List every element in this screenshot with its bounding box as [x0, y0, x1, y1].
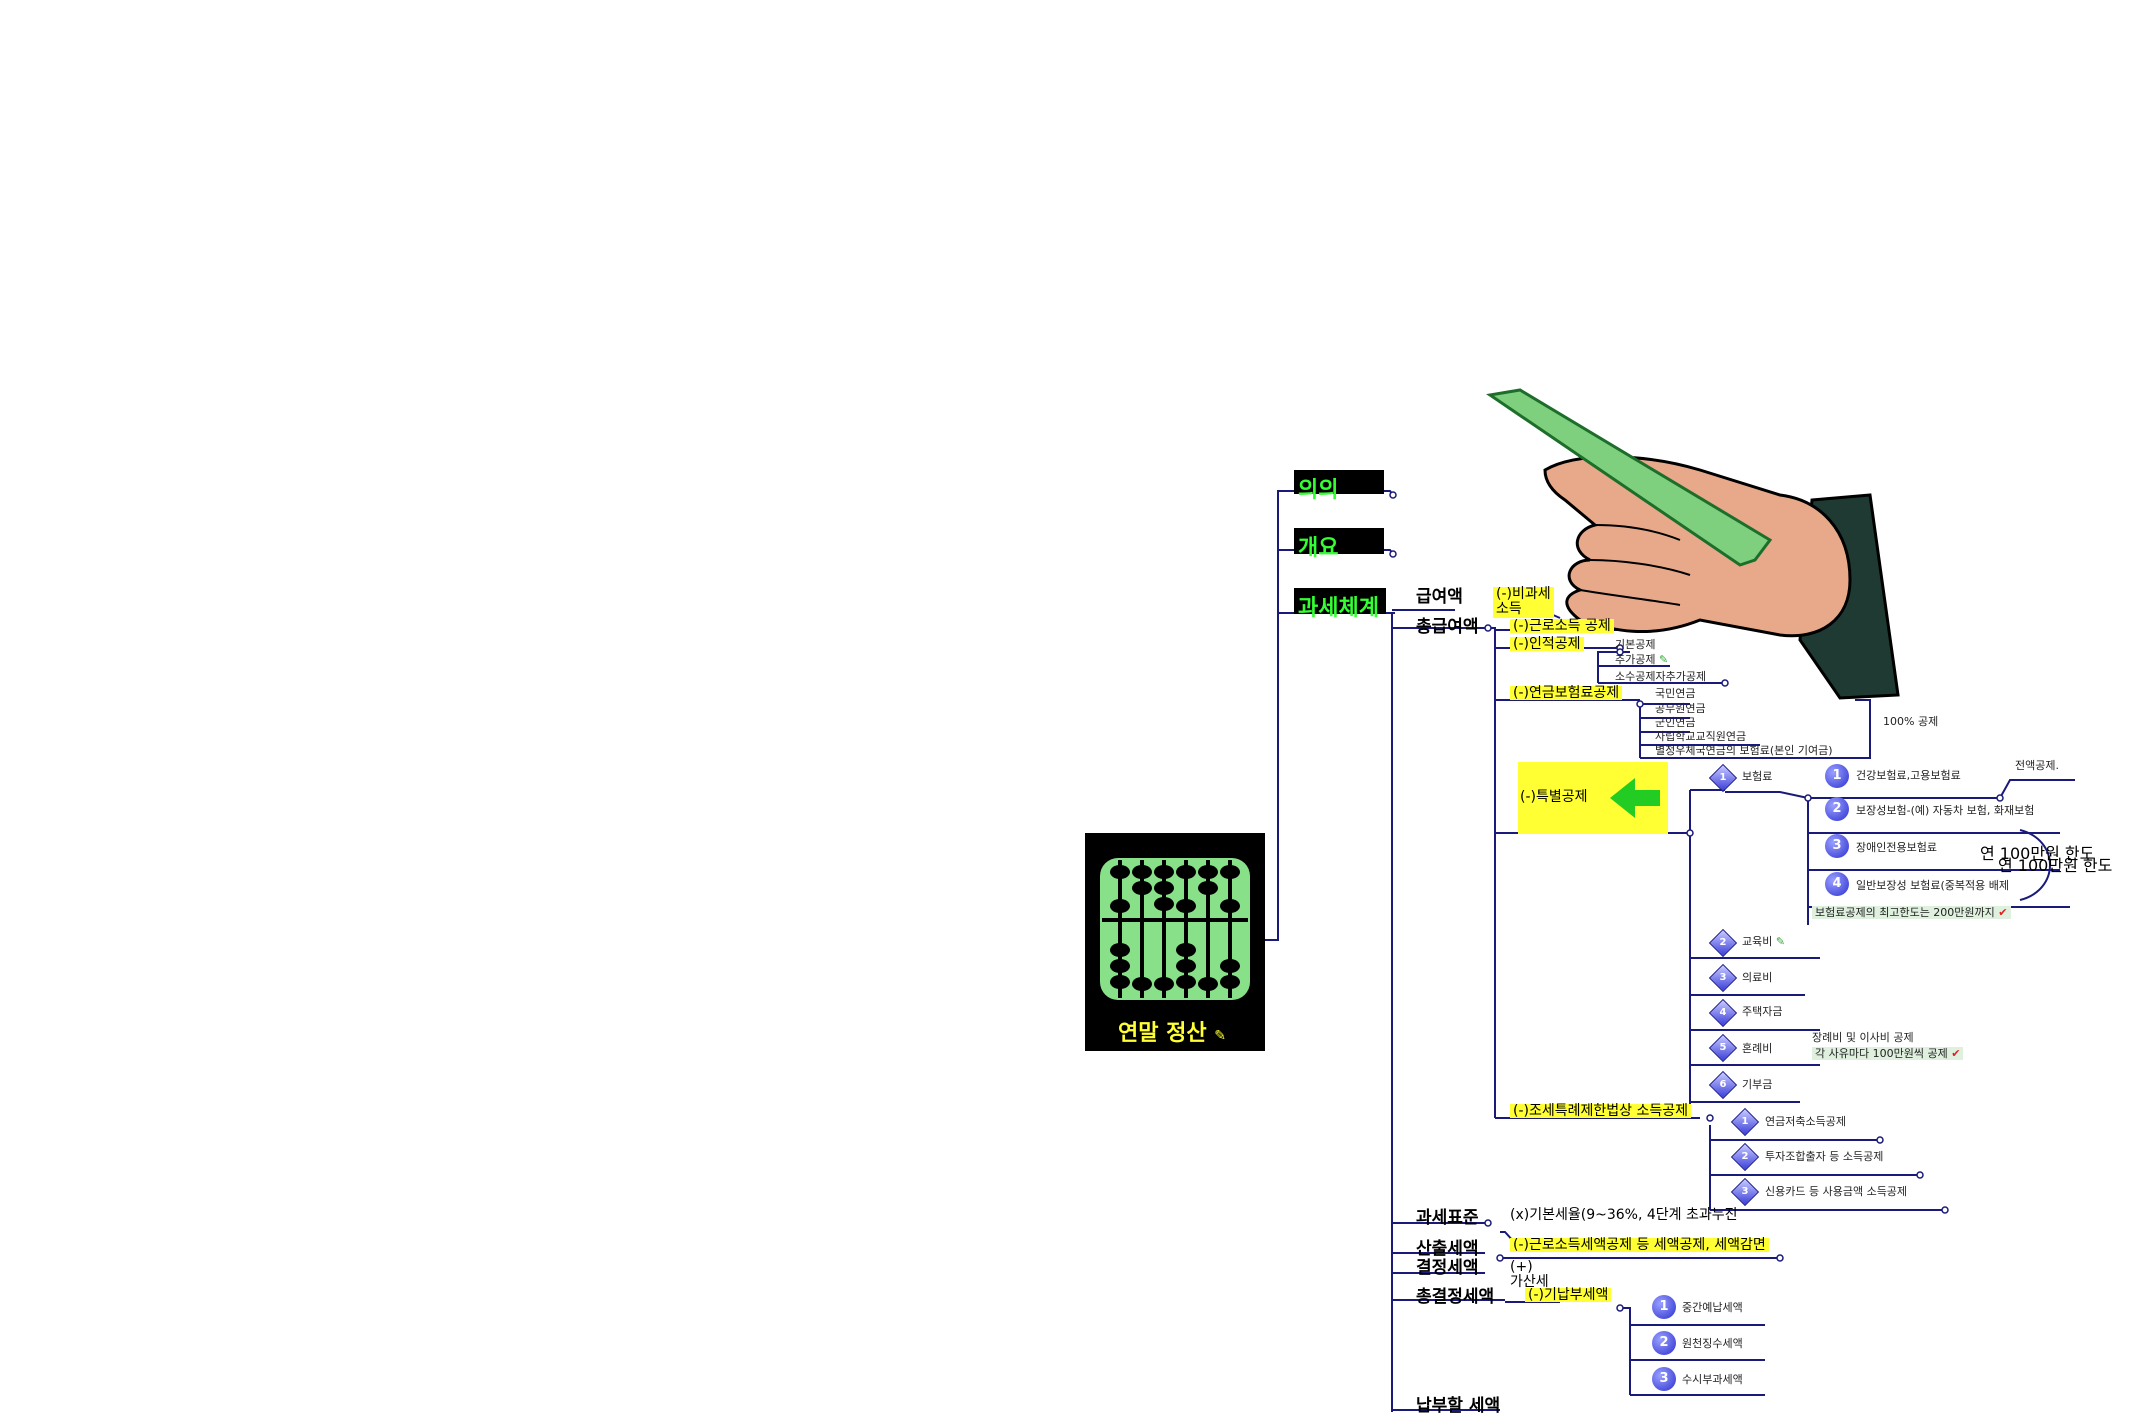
branch-overview-label: 개요: [1298, 536, 1339, 561]
wedding-note-2[interactable]: 각 사유마다 100만원씩 공제 ✔: [1812, 1047, 1964, 1060]
special-item-wedding[interactable]: 혼례비: [1742, 1042, 1773, 1055]
special-item-education[interactable]: 교육비 ✎: [1742, 936, 1785, 947]
prepaid-item-1[interactable]: 원천징수세액: [1682, 1337, 1743, 1350]
green-arrow-icon: [1518, 762, 1668, 834]
insurance-max-label: 보험료공제의 최고한도는 200만원까지: [1815, 906, 1995, 919]
insurance-max[interactable]: 보험료공제의 최고한도는 200만원까지 ✔: [1812, 906, 2011, 919]
special-item-housing[interactable]: 주택자금: [1742, 1005, 1783, 1018]
special-item-education-label: 교육비: [1742, 935, 1773, 948]
prepaid-2-marker: 2: [1652, 1331, 1676, 1355]
pension-item-4[interactable]: 별정우체국연금의 보험료(본인 기여금): [1655, 744, 1833, 757]
node-tax-rate[interactable]: (x)기본세율(9~36%, 4단계 초과누진: [1510, 1207, 1738, 1223]
pension-item-0[interactable]: 국민연금: [1655, 687, 1696, 700]
pension-item-3[interactable]: 사립학교교직원연금: [1655, 730, 1747, 743]
insurance-item-0[interactable]: 건강보험료,고용보험료: [1856, 769, 1961, 782]
root-title-text: 연말 정산: [1118, 1021, 1207, 1046]
special-item-insurance[interactable]: 보험료: [1742, 770, 1773, 783]
root-title[interactable]: 연말 정산 ✎: [1118, 1023, 1226, 1045]
wedding-note-2-label: 각 사유마다 100만원씩 공제: [1815, 1047, 1948, 1060]
personal-item-basic[interactable]: 기본공제: [1615, 638, 1656, 651]
node-calc-tax[interactable]: 산출세액: [1416, 1239, 1479, 1259]
personal-item-few[interactable]: 소수공제자추가공제: [1615, 670, 1707, 683]
note-icon: ✎: [1658, 653, 1669, 666]
branch-overview[interactable]: 개요: [1294, 528, 1384, 561]
node-tax-credit[interactable]: (-)근로소득세액공제 등 세액공제, 세액감면: [1510, 1238, 1769, 1252]
branch-meaning-label: 의의: [1298, 478, 1339, 503]
node-additional-tax[interactable]: (+) 가산세: [1510, 1260, 1549, 1289]
prepaid-item-2[interactable]: 수시부과세액: [1682, 1373, 1743, 1386]
branch-meaning[interactable]: 의의: [1294, 470, 1384, 503]
special-tax-item-1[interactable]: 투자조합출자 등 소득공제: [1765, 1150, 1884, 1163]
personal-item-additional[interactable]: 추가공제 ✎: [1615, 654, 1668, 665]
node-tax-base[interactable]: 과세표준: [1416, 1208, 1479, 1228]
hand-illustration: [1486, 388, 1900, 700]
wedding-note-1[interactable]: 장례비 및 이사비 공제: [1812, 1031, 1914, 1044]
node-total-pay[interactable]: 총급여액: [1416, 617, 1479, 637]
check-icon: ✔: [1951, 1047, 1961, 1060]
pension-item-1[interactable]: 공무원연금: [1655, 702, 1706, 715]
node-pension-deduction[interactable]: (-)연금보험료공제: [1510, 686, 1623, 700]
prepaid-1-marker: 1: [1652, 1295, 1676, 1319]
node-special-deduction[interactable]: (-)특별공제: [1520, 789, 1588, 805]
prepaid-3-marker: 3: [1652, 1367, 1676, 1391]
node-special-tax-deduction[interactable]: (-)조세특례제한법상 소득공제: [1510, 1104, 1691, 1118]
insurance-item-1[interactable]: 보장성보험-(예) 자동차 보험, 화재보험: [1856, 804, 2035, 817]
node-gross-pay[interactable]: 급여액: [1416, 587, 1463, 607]
special-tax-item-0[interactable]: 연금저축소득공제: [1765, 1115, 1846, 1128]
node-payable-tax[interactable]: 납부할 세액: [1416, 1396, 1501, 1416]
node-nontaxable[interactable]: (-)비과세 소득: [1493, 586, 1554, 618]
personal-item-additional-label: 추가공제: [1615, 653, 1656, 666]
prepaid-item-0[interactable]: 중간예납세액: [1682, 1301, 1743, 1314]
node-nontaxable-line2: 소득: [1496, 601, 1522, 618]
node-decided-tax[interactable]: 결정세액: [1416, 1258, 1479, 1278]
insurance-4-marker: 4: [1825, 872, 1849, 896]
note-icon: ✎: [1214, 1028, 1227, 1044]
node-prepaid-tax[interactable]: (-)기납부세액: [1525, 1288, 1612, 1302]
insurance-2-marker: 2: [1825, 797, 1849, 821]
check-icon: ✔: [1998, 906, 2008, 919]
special-item-medical[interactable]: 의료비: [1742, 971, 1773, 984]
insurance-limit-2: 연 100만원 한도: [1998, 856, 2113, 875]
insurance-limit-1: 연 100만원 한도: [1980, 844, 2095, 863]
special-tax-item-2[interactable]: 신용카드 등 사용금액 소득공제: [1765, 1185, 1908, 1198]
insurance-3-marker: 3: [1825, 834, 1849, 858]
node-earned-deduction[interactable]: (-)근로소득 공제: [1510, 619, 1614, 633]
insurance-1-marker: 1: [1825, 764, 1849, 788]
insurance-item-2[interactable]: 장애인전용보험료: [1856, 841, 1937, 854]
node-nontaxable-line1: (-)비과세: [1496, 586, 1551, 602]
pension-note: 100% 공제: [1883, 715, 1939, 728]
pension-item-2[interactable]: 군인연금: [1655, 716, 1696, 729]
abacus-icon: [1085, 833, 1265, 1051]
insurance-full: 전액공제.: [2015, 759, 2059, 772]
node-additional-tax-line2: 가산세: [1510, 1273, 1549, 1290]
node-personal-deduction[interactable]: (-)인적공제: [1510, 637, 1584, 651]
node-additional-tax-line1: (+): [1510, 1259, 1533, 1275]
branch-tax-system-label: 과세체계: [1298, 596, 1379, 621]
note-icon: ✎: [1775, 935, 1786, 948]
insurance-item-3[interactable]: 일반보장성 보험료(중복적용 배제: [1856, 879, 2009, 892]
special-item-donation[interactable]: 기부금: [1742, 1078, 1773, 1091]
branch-tax-system[interactable]: 과세체계: [1294, 588, 1386, 621]
node-final-tax[interactable]: 총결정세액: [1416, 1287, 1495, 1307]
